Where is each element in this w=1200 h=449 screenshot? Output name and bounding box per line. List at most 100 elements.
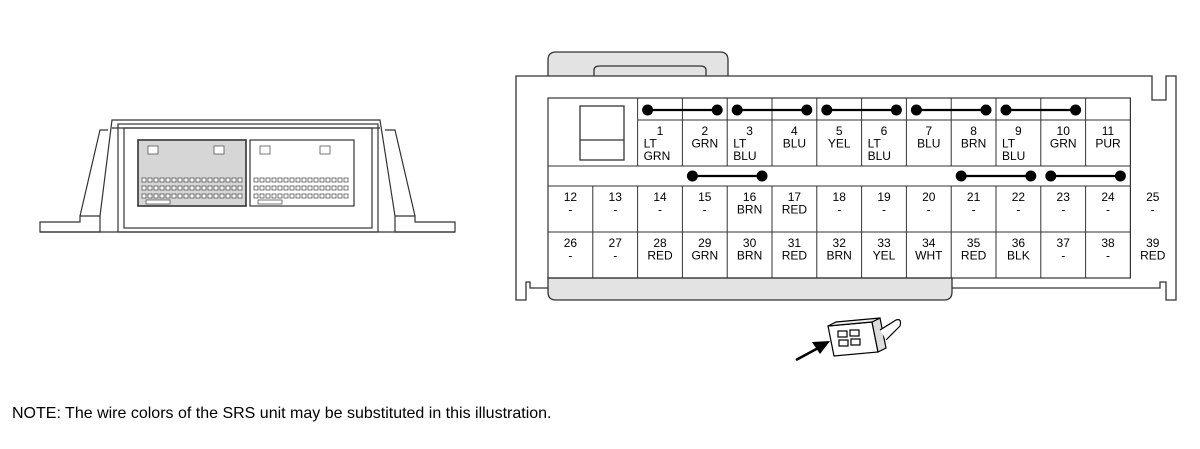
unit-pin-dot	[343, 185, 349, 191]
unit-pin-dot	[231, 193, 237, 199]
pin-number: 16	[743, 190, 757, 204]
pin-wire-color: BRN	[827, 249, 852, 263]
unit-pin-dot	[231, 177, 237, 183]
pin-wire-color: RED	[961, 249, 987, 263]
unit-pin-dot	[219, 177, 225, 183]
pin-wire-color: -	[972, 203, 976, 217]
unit-pin-dot	[271, 193, 277, 199]
pin-number: 6	[881, 124, 888, 138]
pin-number: 32	[833, 236, 847, 250]
unit-pin-dot	[195, 193, 201, 199]
pin-number: 12	[564, 190, 578, 204]
shorting-bar-end	[1070, 104, 1082, 116]
unit-pin-dot	[283, 185, 289, 191]
unit-pin-dot	[207, 193, 213, 199]
pin-number: 27	[609, 236, 623, 250]
unit-pin-dot	[319, 185, 325, 191]
pin-wire-color: -	[882, 203, 886, 217]
unit-pin-dot	[189, 177, 195, 183]
pin-number: 10	[1057, 124, 1071, 138]
shorting-bar-end	[955, 170, 967, 182]
pin-number: 35	[967, 236, 981, 250]
pin-wire-color: GRN	[644, 149, 671, 163]
unit-pin-dot	[289, 193, 295, 199]
unit-pin-dot	[259, 177, 265, 183]
unit-pin-dot	[307, 193, 313, 199]
pin-wire-color: BLU	[783, 137, 806, 151]
unit-pin-dot	[207, 185, 213, 191]
connector-housing	[515, 51, 1177, 301]
unit-pin-dot	[195, 177, 201, 183]
pin-number: 36	[1012, 236, 1026, 250]
unit-pin-dot	[265, 185, 271, 191]
unit-pin-dot	[331, 193, 337, 199]
pin-number: 19	[877, 190, 891, 204]
unit-pin-dot	[213, 185, 219, 191]
pin-wire-color: RED	[647, 249, 673, 263]
unit-pin-dot	[301, 185, 307, 191]
pin-wire-color: RED	[1140, 249, 1166, 263]
unit-pin-dot	[171, 185, 177, 191]
unit-pin-dot	[289, 177, 295, 183]
unit-pin-dot	[301, 177, 307, 183]
unit-latch	[319, 145, 331, 155]
unit-pin-dot	[253, 193, 259, 199]
unit-pin-dot	[319, 193, 325, 199]
pin-wire-color: PUR	[1095, 137, 1121, 151]
arrow-icon	[795, 341, 830, 362]
pin-wire-color: LT	[644, 137, 658, 151]
shorting-bar-end	[756, 170, 768, 182]
unit-pin-dot	[307, 185, 313, 191]
pin-wire-color: GRN	[691, 249, 718, 263]
unit-pin-dot	[259, 193, 265, 199]
unit-pin-dot	[177, 193, 183, 199]
pin-number: 2	[701, 124, 708, 138]
pin-wire-color: -	[1061, 203, 1065, 217]
pin-wire-color: -	[1061, 249, 1065, 263]
unit-pin-dot	[183, 185, 189, 191]
unit-pin-dot	[295, 193, 301, 199]
pin-number: 38	[1101, 236, 1115, 250]
shorting-bar-end	[801, 104, 813, 116]
unit-pin-dot	[195, 185, 201, 191]
unit-pin-dot	[319, 177, 325, 183]
unit-pin-dot	[147, 185, 153, 191]
pin-wire-color: LT	[868, 137, 882, 151]
unit-pin-dot	[259, 185, 265, 191]
unit-pin-dot	[343, 177, 349, 183]
pin-number: 3	[746, 124, 753, 138]
pin-wire-color: -	[1016, 203, 1020, 217]
pin-number: 39	[1146, 236, 1160, 250]
unit-pin-dot	[153, 185, 159, 191]
pin-wire-color: RED	[782, 249, 808, 263]
pin-wire-color: BLU	[733, 149, 756, 163]
pin-number: 29	[698, 236, 712, 250]
pin-number: 9	[1015, 124, 1022, 138]
pin-wire-color: -	[1106, 203, 1110, 217]
unit-pin-dot	[201, 177, 207, 183]
unit-pin-dot	[283, 193, 289, 199]
pin-number: 30	[743, 236, 757, 250]
pin-wire-color: BRN	[961, 137, 986, 151]
pin-number: 11	[1102, 124, 1115, 138]
unit-pin-dot	[171, 193, 177, 199]
shorting-bar-end	[642, 104, 654, 116]
unit-pin-dot	[141, 185, 147, 191]
pin-number: 1	[657, 124, 664, 138]
unit-pin-dot	[271, 185, 277, 191]
unit-pin-dot	[189, 185, 195, 191]
pin-number: 7	[925, 124, 932, 138]
unit-pin-dot	[337, 193, 343, 199]
unit-pin-dot	[189, 193, 195, 199]
pin-number: 23	[1057, 190, 1071, 204]
pin-wire-color: LT	[1002, 137, 1016, 151]
pin-wire-color: -	[568, 203, 572, 217]
unit-latch	[259, 145, 271, 155]
unit-pin-dot	[177, 185, 183, 191]
unit-pin-dot	[253, 177, 259, 183]
pin-number: 28	[653, 236, 667, 250]
unit-pin-dot	[331, 177, 337, 183]
unit-pin-dot	[147, 193, 153, 199]
pin-number: 25	[1146, 190, 1160, 204]
pin-wire-color: -	[658, 203, 662, 217]
